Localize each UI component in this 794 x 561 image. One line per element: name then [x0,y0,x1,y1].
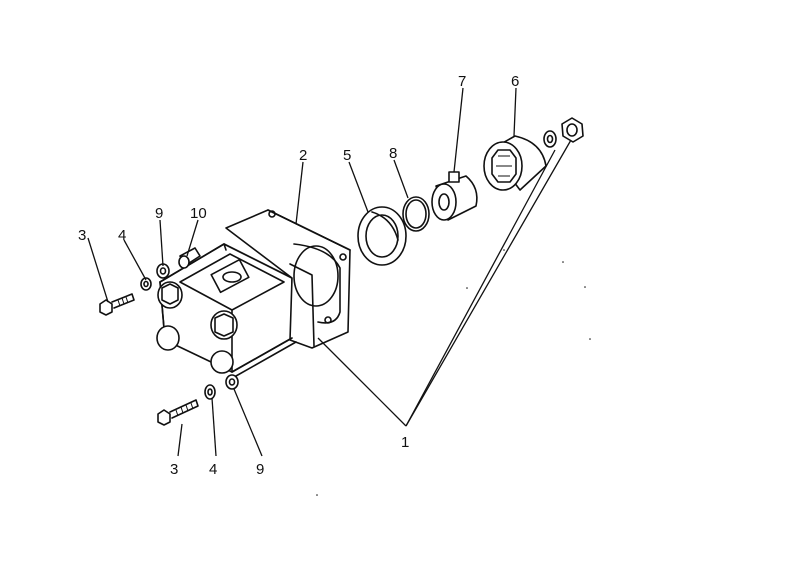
callout-6: 6 [511,73,519,90]
nut-right [561,117,584,143]
callout-1: 1 [401,434,409,451]
washer-4-lower [204,384,216,400]
hub-7 [431,171,478,221]
scan-specks [316,249,591,496]
callout-labels: 1 2 3 3 4 4 5 6 7 8 9 9 10 [78,73,519,478]
screw-lower [157,399,199,426]
screw-upper [99,293,135,316]
callout-2: 2 [299,147,307,164]
seal-ring-5 [357,206,407,266]
callout-10: 10 [190,205,207,222]
callout-9-upper: 9 [155,205,163,222]
port-fitting-lower-left [156,325,180,351]
port-fitting-center [210,310,238,340]
callout-8: 8 [389,145,397,162]
washer-right [543,130,557,148]
callout-4-lower: 4 [209,461,217,478]
coupling-6 [483,135,547,191]
callout-7: 7 [458,73,466,90]
callout-5: 5 [343,147,351,164]
o-ring-8 [402,196,430,232]
pump-body [156,209,351,377]
callout-4-upper: 4 [118,227,126,244]
washer-9-upper [156,263,170,279]
washer-4-upper [140,277,152,291]
callout-3-upper: 3 [78,227,86,244]
port-fitting-upper-left [157,281,183,309]
callout-9-lower: 9 [256,461,264,478]
port-fitting-bottom [210,350,234,374]
spacer-10 [178,247,201,269]
washer-9-lower [225,374,239,390]
leader-lines [87,87,572,457]
callout-3-lower: 3 [170,461,178,478]
